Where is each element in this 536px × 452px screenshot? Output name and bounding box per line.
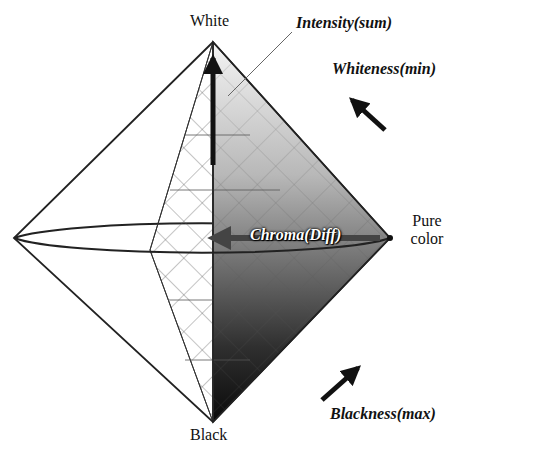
axis-label: Blackness(max) <box>330 405 436 423</box>
whiteness-arrow <box>352 100 385 130</box>
leader-line <box>228 32 292 96</box>
shaded-triangle <box>213 42 390 422</box>
intensity-arrow <box>211 58 216 165</box>
blackness-arrow <box>322 368 358 400</box>
double-cone-outline <box>14 42 390 422</box>
pole-label: White <box>190 12 229 30</box>
axis-label: Chroma(Diff) <box>250 226 341 244</box>
shaded-grid <box>213 42 390 422</box>
pole-label: Pure color <box>398 212 456 249</box>
axis-label: Intensity(sum) <box>296 14 392 32</box>
front-triangle <box>150 42 213 422</box>
axis-label: Whiteness(min) <box>332 60 436 78</box>
pole-label: Black <box>190 426 227 444</box>
